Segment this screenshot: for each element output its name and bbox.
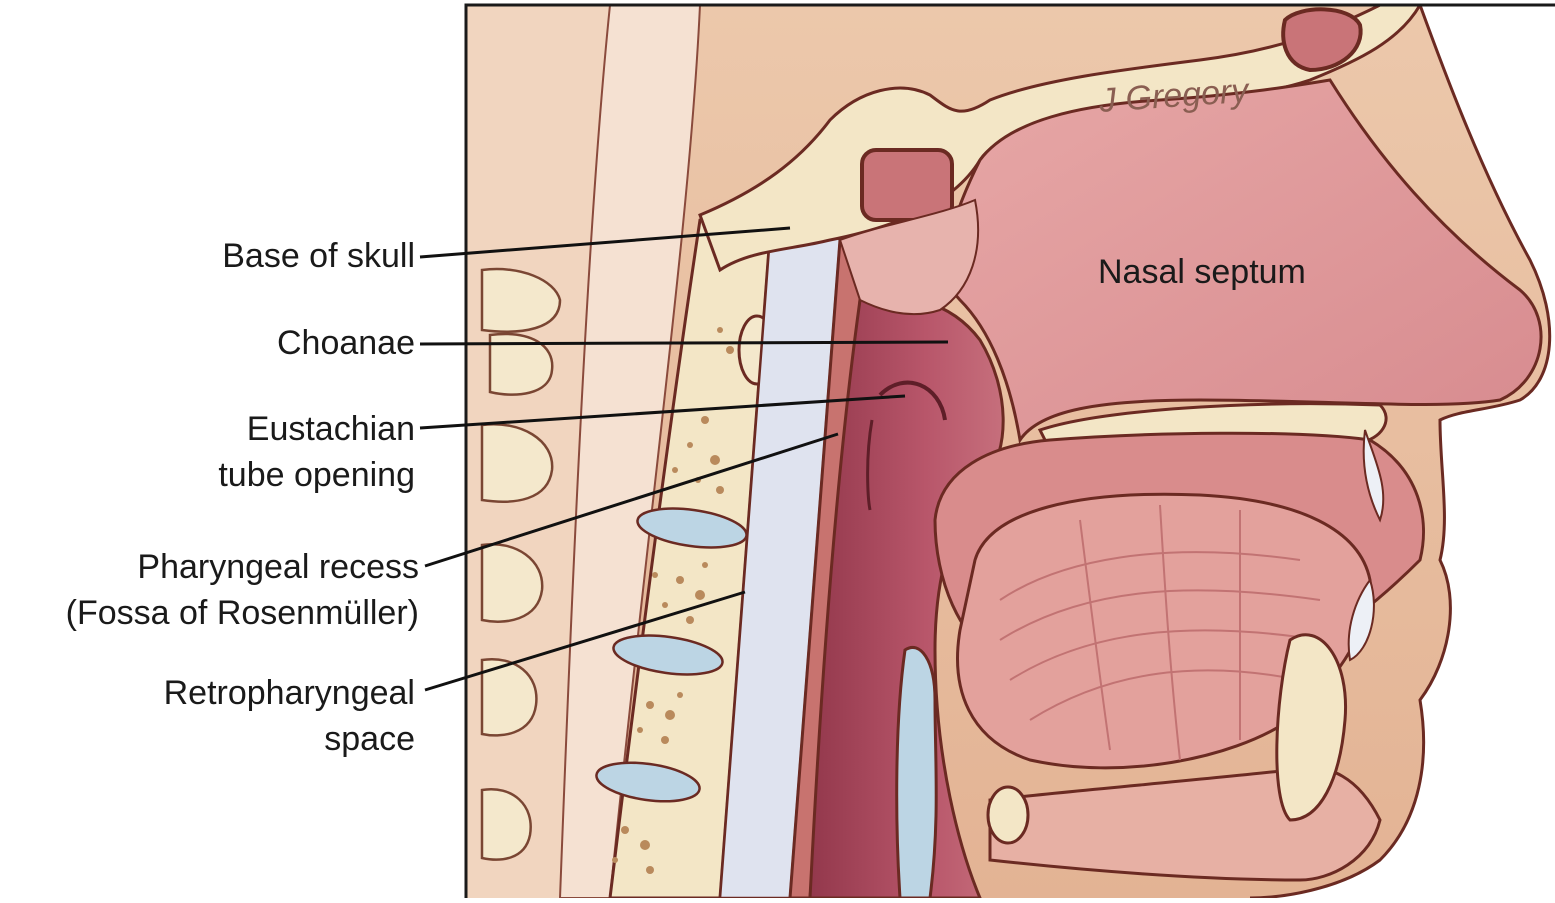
label-base-of-skull-text: Base of skull [222, 233, 415, 279]
label-base-of-skull: Base of skull [222, 233, 415, 279]
label-nasal-septum: Nasal septum [1098, 249, 1306, 295]
epiglottis [897, 647, 937, 898]
label-retropharyngeal-space: Retropharyngeal space [164, 670, 415, 762]
hyoid-bone [988, 787, 1028, 843]
label-nasal-septum-text: Nasal septum [1098, 249, 1306, 295]
label-retro-line1: Retropharyngeal [164, 670, 415, 716]
leader-choanae [420, 342, 948, 344]
label-retro-line2: space [164, 716, 415, 762]
label-pharyngeal-recess: Pharyngeal recess (Fossa of Rosenmüller) [66, 544, 419, 636]
label-pharyngeal-line1: Pharyngeal recess [66, 544, 419, 590]
label-eustachian-line1: Eustachian [218, 406, 415, 452]
label-choanae-text: Choanae [277, 320, 415, 366]
label-pharyngeal-line2: (Fossa of Rosenmüller) [66, 590, 419, 636]
label-eustachian-tube-opening: Eustachian tube opening [218, 406, 415, 498]
label-eustachian-line2: tube opening [218, 452, 415, 498]
label-choanae: Choanae [277, 320, 415, 366]
sphenoid-sinus [862, 150, 952, 220]
